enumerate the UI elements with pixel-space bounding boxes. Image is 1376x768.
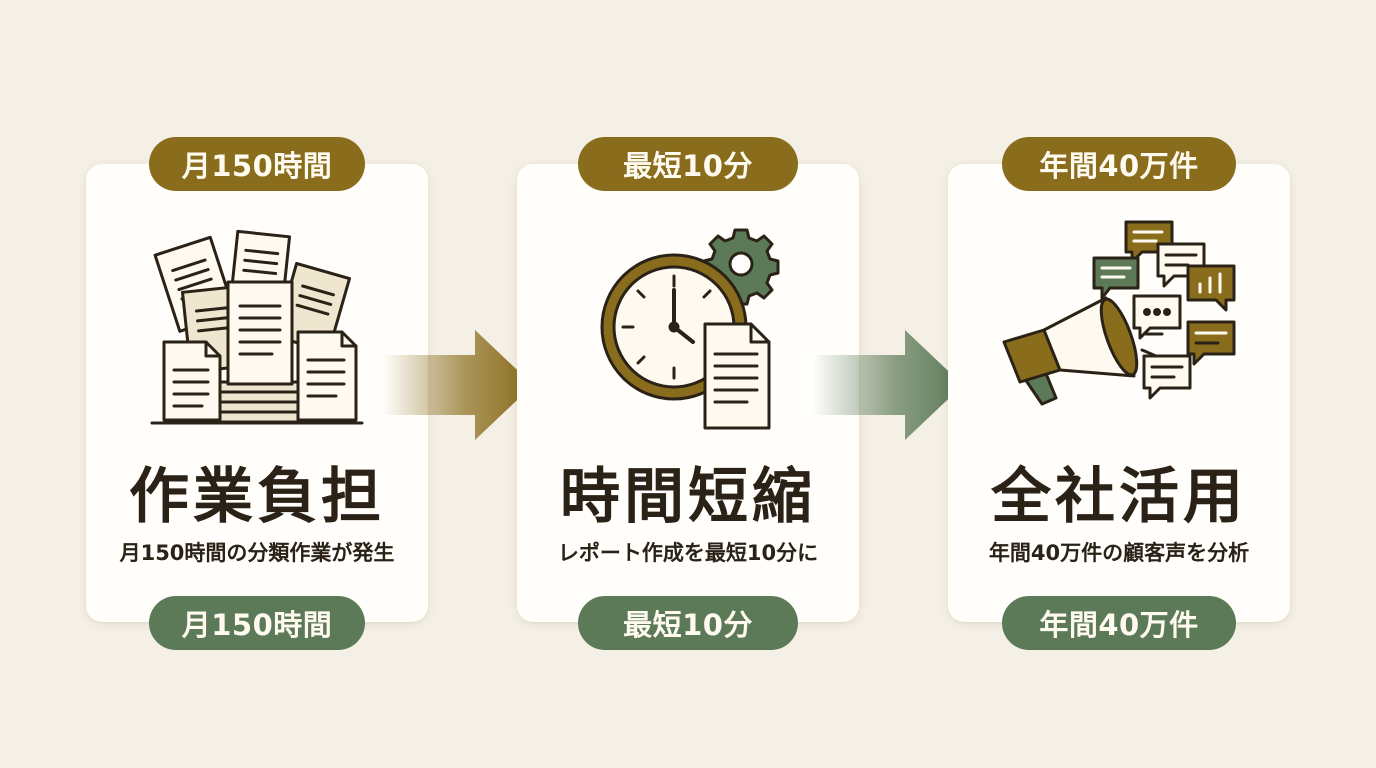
clock-gear-document-icon: [600, 228, 780, 430]
top-badge: 年間40万件: [1002, 137, 1236, 191]
step-title: 作業負担: [129, 462, 385, 532]
top-badge: 月150時間: [149, 137, 365, 191]
arrow-right-icon: [813, 330, 963, 440]
megaphone-chat-icon: [1002, 220, 1236, 406]
step-description: 年間40万件の顧客声を分析: [988, 541, 1250, 565]
step-card-time-saving: 最短10分: [517, 137, 859, 650]
bottom-badge: 月150時間: [149, 596, 365, 650]
arrow-right-icon: [383, 330, 533, 440]
step-description: 月150時間の分類作業が発生: [119, 541, 395, 565]
top-badge: 最短10分: [578, 137, 798, 191]
step-card-workload: 月150時間: [86, 137, 428, 650]
step-description: レポート作成を最短10分に: [557, 541, 819, 565]
bottom-badge: 年間40万件: [1002, 596, 1236, 650]
bottom-badge: 最短10分: [578, 596, 798, 650]
document-pile-icon: [150, 229, 364, 425]
step-title: 全社活用: [991, 462, 1247, 532]
step-card-company-wide: 年間40万件: [948, 137, 1290, 650]
step-title: 時間短縮: [560, 462, 816, 532]
